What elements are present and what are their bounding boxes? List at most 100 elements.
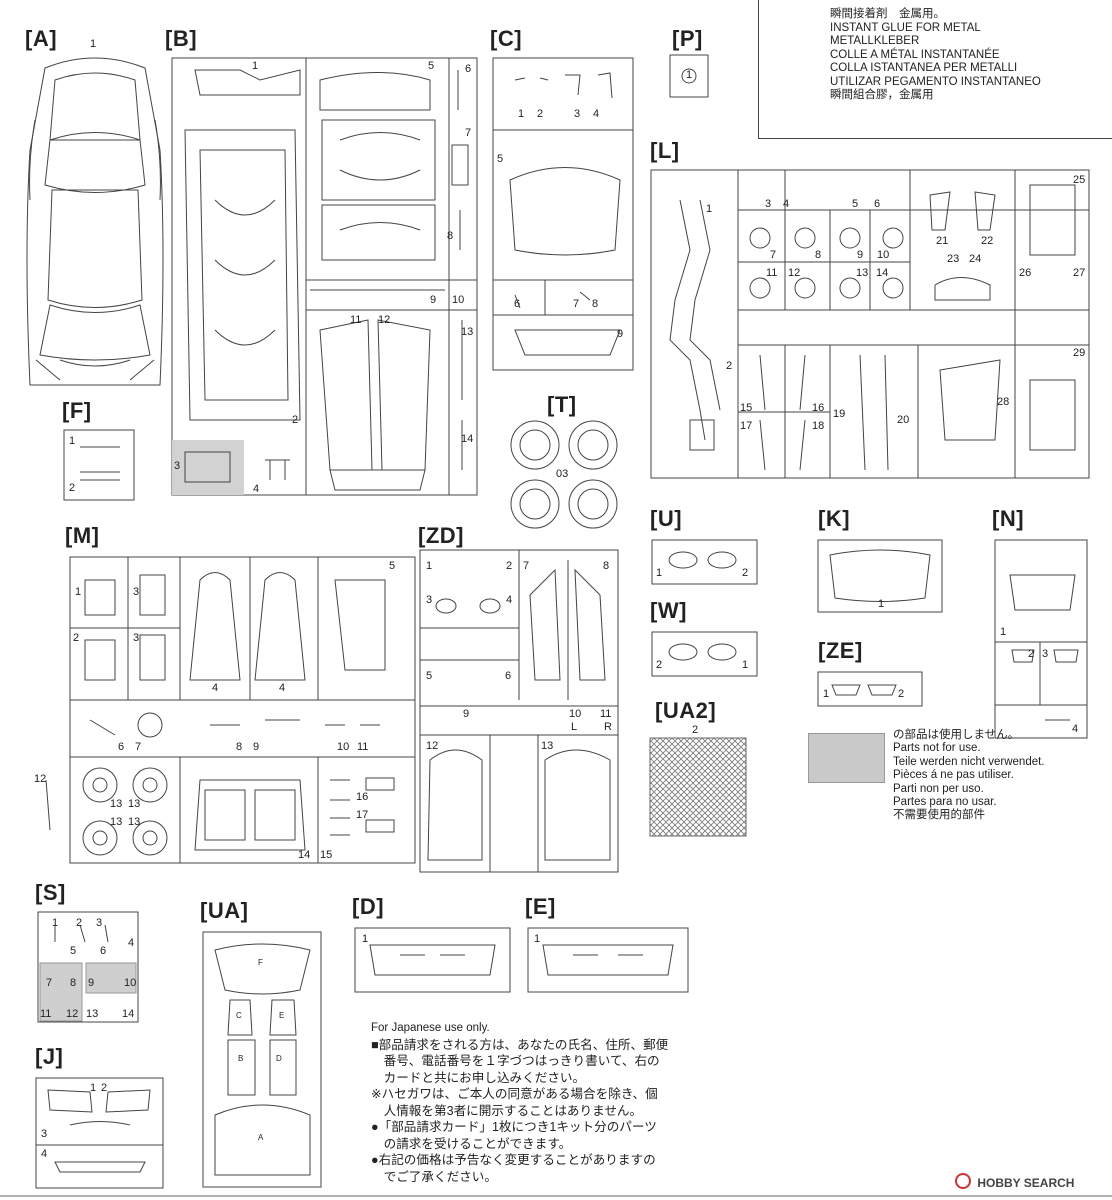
note-line: ※ハセガワは、ご本人の同意がある場合を除き、個 — [371, 1087, 658, 1101]
part-number: 1 — [706, 203, 713, 215]
part-number: 9 — [253, 741, 260, 753]
watermark: HOBBY SEARCH — [955, 1173, 1074, 1190]
part-number: 12 — [426, 740, 439, 752]
sprue-frame-M — [69, 556, 416, 864]
sprue-label-F: [F] — [62, 398, 92, 423]
part-number: 13 — [110, 798, 123, 810]
sprue-frame-D — [354, 927, 511, 993]
unused-line: の部品は使用しません。 — [893, 729, 1020, 741]
glue-line: METALLKLEBER — [830, 35, 920, 47]
sprue-label-D: [D] — [352, 894, 385, 919]
sprue-label-E: [E] — [525, 894, 556, 919]
sprue-label-S: [S] — [35, 880, 66, 905]
part-number: 2 — [292, 414, 299, 426]
part-number: 10 — [337, 741, 350, 753]
unused-line: Parts not for use. — [893, 742, 981, 755]
sprue-label-W: [W] — [650, 598, 687, 623]
part-number: 1 — [1000, 626, 1007, 638]
part-number: 24 — [969, 253, 982, 265]
sprue-label-L: [L] — [650, 138, 680, 163]
part-number: 27 — [1073, 267, 1086, 279]
part-number: 5 — [70, 945, 77, 957]
part-number: 1 — [518, 108, 525, 120]
part-number: 2 — [742, 567, 749, 579]
part-number: 26 — [1019, 267, 1032, 279]
part-number: 2 — [101, 1082, 108, 1094]
sprue-label-P: [P] — [672, 26, 703, 51]
part-number: 10 — [124, 977, 137, 989]
unused-line: Pièces á ne pas utiliser. — [893, 769, 1014, 782]
part-number: 2 — [898, 688, 905, 700]
part-number: 4 — [212, 682, 219, 694]
part-number: 11 — [350, 314, 362, 326]
part-number: 13 — [128, 798, 141, 810]
part-number: 4 — [41, 1148, 48, 1160]
part-number: 12 — [378, 314, 391, 326]
part-number: 4 — [506, 594, 513, 606]
part-number: 4 — [279, 682, 286, 694]
part-number: 9 — [430, 294, 437, 306]
part-number: B — [238, 1054, 244, 1063]
part-number: 2 — [73, 632, 80, 644]
part-number: 17 — [740, 420, 753, 432]
unused-part-swatch — [808, 733, 885, 783]
part-number: 28 — [997, 396, 1010, 408]
part-number: 1 — [362, 933, 369, 945]
sprue-frame-U — [651, 539, 758, 585]
sprue-frame-E — [527, 927, 689, 993]
sprue-label-T: [T] — [547, 392, 577, 417]
part-number: 21 — [936, 235, 949, 247]
note-line: 番号、電話番号を１字づつはっきり書いて、右の — [371, 1054, 660, 1068]
sprue-label-U: [U] — [650, 506, 683, 531]
glue-line: 瞬間組合膠，金属用 — [830, 89, 934, 101]
sprue-label-M: [M] — [65, 523, 100, 548]
part-number: 3 — [574, 108, 581, 120]
part-number: 12 — [66, 1008, 79, 1020]
sprue-label-ZE: [ZE] — [818, 638, 863, 663]
part-number: 10 — [877, 249, 890, 261]
part-number: 7 — [770, 249, 777, 261]
sprue-frame-C — [492, 57, 634, 371]
part-number: 13 — [856, 267, 869, 279]
part-number: 2 — [726, 360, 733, 372]
part-number: 1 — [534, 933, 541, 945]
part-number: 17 — [356, 809, 369, 821]
part-number: 2 — [69, 482, 76, 494]
sprue-frame-S — [37, 911, 139, 1023]
part-number: 3 — [765, 198, 772, 210]
part-number: 10 — [452, 294, 465, 306]
part-number: 14 — [298, 849, 311, 861]
note-line: の請求を受けることができます。 — [371, 1136, 572, 1151]
part-number: 14 — [461, 433, 474, 445]
part-number: F — [258, 958, 263, 967]
sprue-frame-W — [651, 631, 758, 677]
part-number: 11 — [40, 1008, 52, 1020]
part-number: 1 — [742, 659, 749, 671]
japanese-parts-note: For Japanese use only. ■部品請求をされる方は、あなたの氏… — [371, 1020, 701, 1185]
part-number: 5 — [428, 60, 435, 72]
part-number: 22 — [981, 235, 994, 247]
part-number: 16 — [812, 402, 825, 414]
sprue-label-C: [C] — [490, 26, 523, 51]
part-number: 5 — [497, 153, 504, 165]
part-number: 29 — [1073, 347, 1086, 359]
sprue-frame-F — [63, 429, 135, 501]
part-number: 2 — [1028, 648, 1035, 660]
sprue-frame-N — [994, 539, 1088, 739]
part-number: 3 — [41, 1128, 48, 1140]
part-number: 3 — [133, 586, 140, 598]
unused-line: Teile werden nicht verwendet. — [893, 755, 1045, 768]
part-number: 3 — [1042, 648, 1049, 660]
glue-line: INSTANT GLUE FOR METAL — [830, 21, 981, 34]
part-number: 2 — [692, 724, 699, 736]
part-number: 13 — [110, 816, 123, 828]
part-number: E — [279, 1011, 285, 1020]
part-number: 11 — [766, 267, 778, 279]
part-number: 11 — [357, 741, 369, 753]
part-number: A — [258, 1133, 264, 1142]
sprue-label-ZD: [ZD] — [418, 523, 464, 548]
sprue-frame-J — [35, 1077, 164, 1189]
glue-line: 瞬間接着剤 金属用。 — [830, 8, 945, 20]
part-number: 6 — [118, 741, 125, 753]
part-number: 1 — [686, 69, 693, 81]
